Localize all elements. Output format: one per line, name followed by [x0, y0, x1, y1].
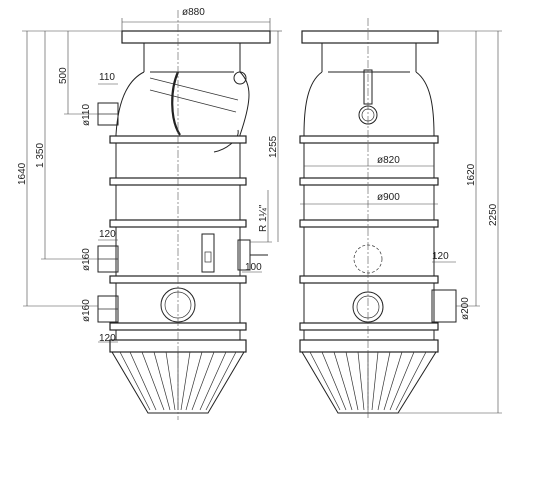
- dim-w110: 110: [99, 72, 115, 83]
- left-view: [97, 10, 271, 420]
- dim-d900: ø900: [377, 192, 400, 203]
- dim-h1640: 1640: [17, 162, 28, 185]
- dim-r114: R 1¼": [257, 204, 269, 232]
- dim-h1350: 1 350: [35, 143, 46, 168]
- left-dome: [115, 71, 250, 136]
- dim-d200: ø200: [460, 297, 471, 320]
- dim-d880: ø880: [182, 7, 205, 18]
- dim-w120-c: 120: [432, 251, 449, 262]
- right-outlet-200: [431, 289, 457, 323]
- dim-h1620: 1620: [466, 163, 477, 186]
- dim-d160-a: ø160: [81, 248, 92, 271]
- dim-w120-b: 120: [99, 333, 116, 344]
- left-level-indicator: [201, 233, 215, 273]
- left-base-ribs: [119, 351, 237, 411]
- dim-h500: 500: [58, 67, 69, 84]
- dim-d820: ø820: [377, 155, 400, 166]
- right-dome: [303, 71, 435, 136]
- dim-w100: 100: [245, 262, 262, 273]
- left-baffle: [149, 77, 239, 113]
- left-neck: [143, 43, 241, 72]
- dim-d110: ø110: [81, 104, 92, 126]
- dim-h1255: 1255: [268, 135, 279, 158]
- right-top-flange: [301, 30, 439, 44]
- left-hook: [171, 71, 181, 136]
- right-ribs: [299, 135, 439, 331]
- right-view: [299, 18, 457, 420]
- dim-d160-b: ø160: [81, 299, 92, 322]
- dim-h2250: 2250: [488, 203, 499, 226]
- dimension-lines: [22, 18, 502, 414]
- left-top-flange: [121, 30, 271, 44]
- dim-w120-a: 120: [99, 229, 116, 240]
